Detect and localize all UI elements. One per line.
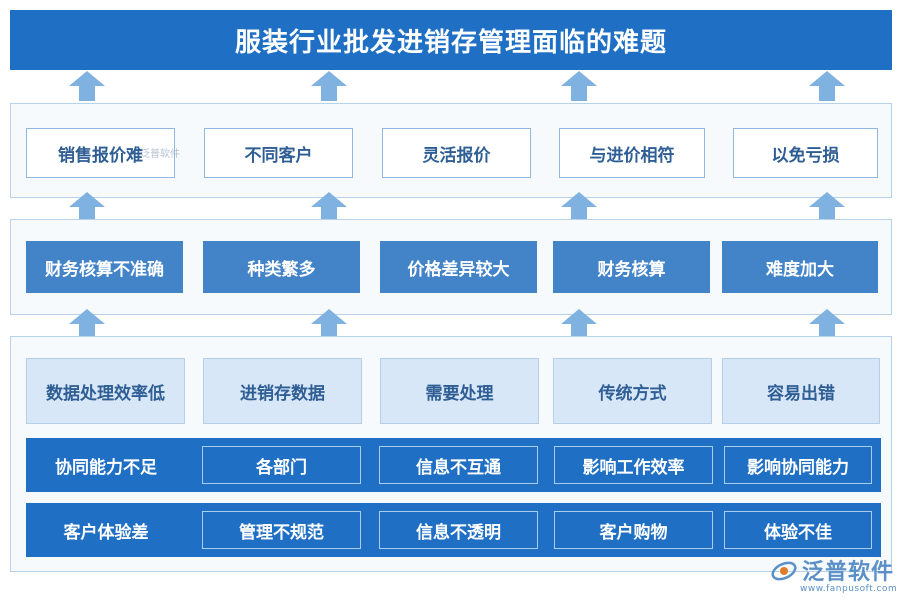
up-arrow-icon [561,71,597,101]
top-box-3: 灵活报价 [382,128,531,178]
up-arrow-icon [809,71,845,101]
bottom-box-5: 容易出错 [722,358,880,424]
middle-box-5: 难度加大 [722,241,878,293]
band1-item-1: 各部门 [202,446,361,484]
middle-box-3: 价格差异较大 [380,241,537,293]
up-arrow-icon [69,309,105,339]
fanpu-logo: 泛普软件 [770,552,894,588]
up-arrow-icon [311,309,347,339]
middle-box-4: 财务核算 [553,241,710,293]
watermark-logo: 泛普软件 [140,149,180,160]
band2-item-4: 体验不佳 [724,511,872,549]
top-box-5: 以免亏损 [733,128,878,178]
top-box-1: 销售报价难 [26,128,175,178]
middle-box-1: 财务核算不准确 [26,241,183,293]
bottom-box-3: 需要处理 [380,358,539,424]
bottom-box-1: 数据处理效率低 [26,358,185,424]
band1-item-4: 影响协同能力 [724,446,872,484]
fanpu-logo-icon [771,561,797,581]
band-customer-label: 客户体验差 [63,522,149,543]
band2-item-1: 管理不规范 [202,511,361,549]
page-title: 服装行业批发进销存管理面临的难题 [10,10,892,70]
up-arrow-icon [311,71,347,101]
band1-item-3: 影响工作效率 [554,446,713,484]
band2-item-3: 客户购物 [554,511,713,549]
band2-item-2: 信息不透明 [379,511,538,549]
up-arrow-icon [809,309,845,339]
top-box-2: 不同客户 [204,128,353,178]
up-arrow-icon [69,192,105,222]
band1-item-2: 信息不互通 [379,446,538,484]
up-arrow-icon [311,192,347,222]
up-arrow-icon [69,71,105,101]
up-arrow-icon [561,192,597,222]
middle-box-2: 种类繁多 [203,241,360,293]
band-coordination-label: 协同能力不足 [55,457,157,478]
logo-url: www.fanpusoft.com [800,584,898,594]
up-arrow-icon [809,192,845,222]
up-arrow-icon [561,309,597,339]
top-box-4: 与进价相符 [559,128,705,178]
logo-name: 泛普软件 [802,560,895,585]
bottom-box-2: 进销存数据 [203,358,362,424]
bottom-box-4: 传统方式 [553,358,712,424]
